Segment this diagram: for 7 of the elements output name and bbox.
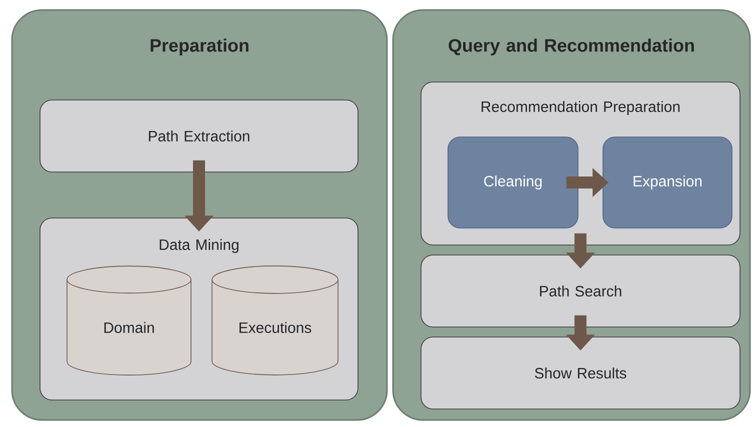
process-box: Path Extraction [40,100,358,172]
process-box: Path Search [420,254,740,328]
database-cylinder: Domain [66,266,192,376]
process-box: Cleaning [448,136,578,228]
process-box: Show Results [420,336,740,410]
process-box: Expansion [602,136,732,228]
database-cylinder: Executions [212,266,338,376]
